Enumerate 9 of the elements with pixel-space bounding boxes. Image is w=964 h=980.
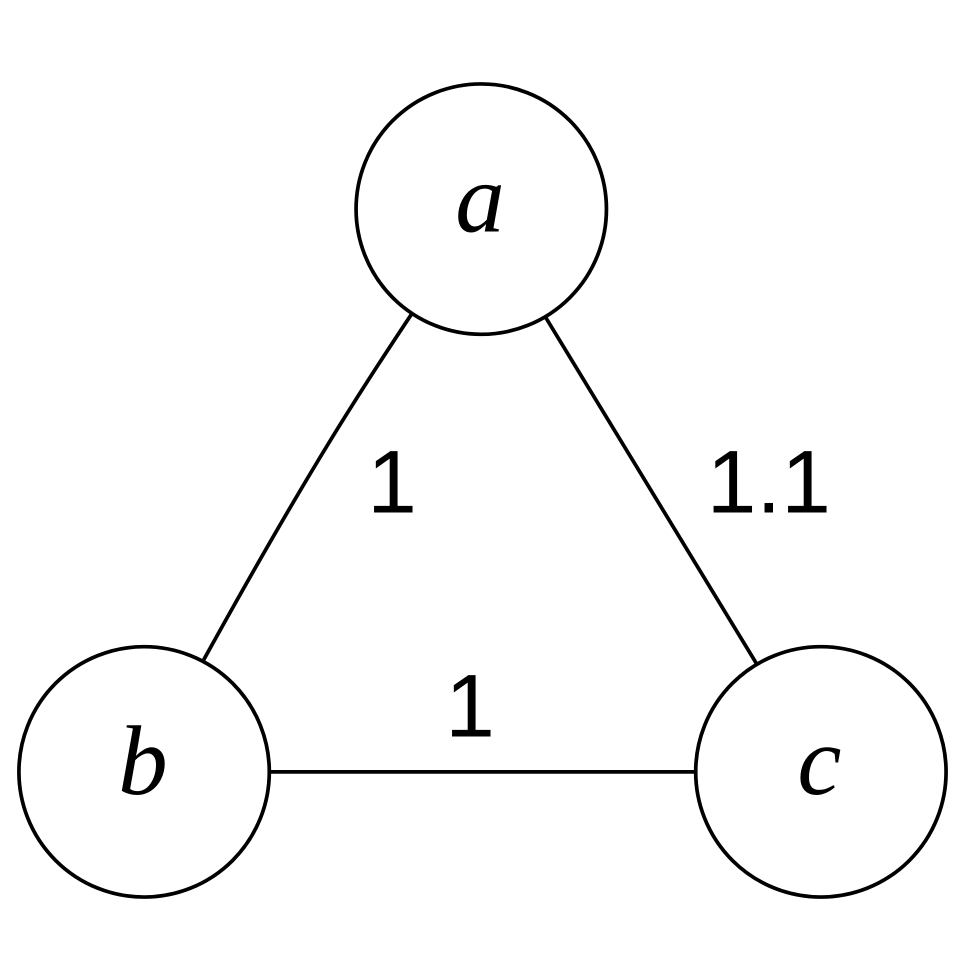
edge-label: 1	[444, 655, 494, 756]
connector	[543, 316, 758, 665]
edge-label: 1	[366, 430, 416, 531]
node-circle: a	[354, 82, 608, 336]
connector	[269, 770, 694, 774]
node-circle: b	[16, 644, 271, 898]
connector	[200, 313, 412, 662]
edge-label: 1.1	[706, 430, 830, 531]
node-circle: c	[693, 644, 948, 898]
